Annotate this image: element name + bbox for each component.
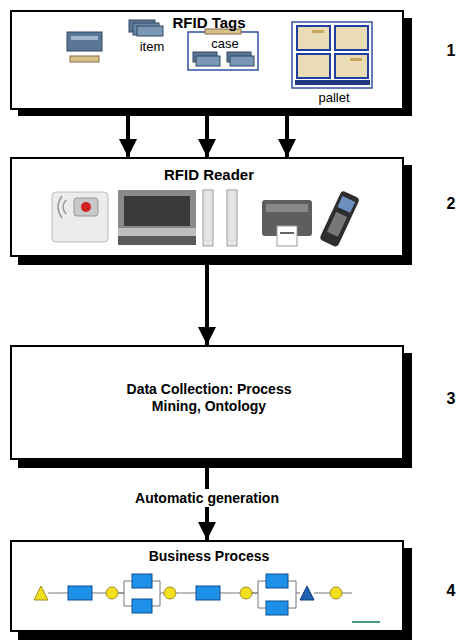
box-fill xyxy=(10,10,404,632)
box-title: Data Collection: Process Mining, Ontolog… xyxy=(114,381,304,415)
process-shapes-part xyxy=(266,601,288,615)
edge-label: Automatic generation xyxy=(131,489,283,507)
pallet-icon-part xyxy=(292,22,372,88)
handheld-reader-part xyxy=(319,190,360,247)
business-process-box: Business Process xyxy=(10,540,404,632)
label-printer-part xyxy=(277,226,297,246)
process-box: Data Collection: Process Mining, Ontolog… xyxy=(10,345,404,460)
tag-label: item xyxy=(140,39,165,55)
callout-number: 1 xyxy=(447,42,456,60)
pallet-icon-part xyxy=(335,26,368,50)
handheld-reader xyxy=(319,190,360,247)
reader-antenna-part xyxy=(58,196,66,218)
process-shapes-part xyxy=(106,587,118,599)
process-shapes-part xyxy=(240,587,252,599)
item-stack-part xyxy=(137,26,163,36)
process-shapes xyxy=(34,574,380,623)
process-model-part xyxy=(48,581,352,608)
callout-number: 2 xyxy=(447,195,456,213)
tag-label: case xyxy=(211,36,238,52)
tag-icon xyxy=(67,32,102,62)
handheld-reader-part xyxy=(327,212,347,237)
pallet-icon-part xyxy=(312,30,324,33)
pallet-icon-part xyxy=(335,54,368,78)
pallet-icon-part xyxy=(350,58,362,61)
reader-antenna-part xyxy=(81,202,91,212)
reader-antenna-part xyxy=(52,192,108,242)
conveyor-gate xyxy=(118,190,196,245)
process-shapes-part xyxy=(132,574,152,588)
reader-antenna xyxy=(52,192,108,242)
pallet-icon-part xyxy=(297,54,330,78)
callout-number: 3 xyxy=(447,390,456,408)
pallet-icon-part xyxy=(297,26,330,50)
flow-arrow xyxy=(126,110,130,157)
box-title: Business Process xyxy=(149,548,270,565)
pallet-icon-part xyxy=(295,80,370,85)
label-printer xyxy=(262,200,312,246)
case-icon-part xyxy=(230,56,254,66)
conveyor-gate-part xyxy=(124,196,190,226)
process-shapes-part xyxy=(266,574,288,588)
tag-icon-part xyxy=(67,32,102,51)
gate-antenna-part xyxy=(203,190,213,246)
box-fill-part xyxy=(10,157,404,257)
tag-icon-part xyxy=(70,56,99,62)
process-model xyxy=(48,581,352,608)
process-shapes-part xyxy=(132,599,152,613)
process-shapes-part xyxy=(300,586,314,600)
pallet-icon xyxy=(292,22,372,88)
process-shapes-part xyxy=(196,586,220,600)
tag-icon-part xyxy=(71,36,98,40)
flow-arrow xyxy=(205,257,209,345)
box-title: RFID Reader xyxy=(164,166,254,184)
process-shapes-part xyxy=(68,586,92,600)
tags-box: RFID Tags item case pallet xyxy=(10,10,404,110)
gate-antenna xyxy=(203,190,237,246)
conveyor-gate-part xyxy=(118,236,196,245)
process-shapes-part xyxy=(330,587,342,599)
callout-number: 4 xyxy=(447,582,456,600)
handheld-reader-part xyxy=(337,196,355,213)
reader-box: RFID Reader xyxy=(10,157,404,257)
process-shapes-part xyxy=(352,621,380,623)
box-fill-part xyxy=(10,540,404,632)
case-icon xyxy=(188,29,258,70)
box-fill-part xyxy=(10,10,404,108)
item-stack xyxy=(129,20,163,36)
box-title: RFID Tags xyxy=(172,14,245,32)
process-shapes-part xyxy=(34,586,48,600)
case-icon-part xyxy=(196,56,220,66)
gate-antenna-part xyxy=(227,190,237,246)
process-shapes-part xyxy=(164,587,176,599)
flow-arrow xyxy=(285,110,289,157)
label-printer-part xyxy=(280,232,294,234)
conveyor-gate-part xyxy=(118,190,196,245)
label-printer-part xyxy=(266,204,308,212)
conveyor-gate-part xyxy=(118,228,196,236)
box-fill-part xyxy=(10,345,404,460)
flow-arrow xyxy=(205,110,209,157)
case-icon-part xyxy=(188,32,258,70)
reader-antenna-part xyxy=(74,198,98,216)
tag-label: pallet xyxy=(318,90,349,106)
